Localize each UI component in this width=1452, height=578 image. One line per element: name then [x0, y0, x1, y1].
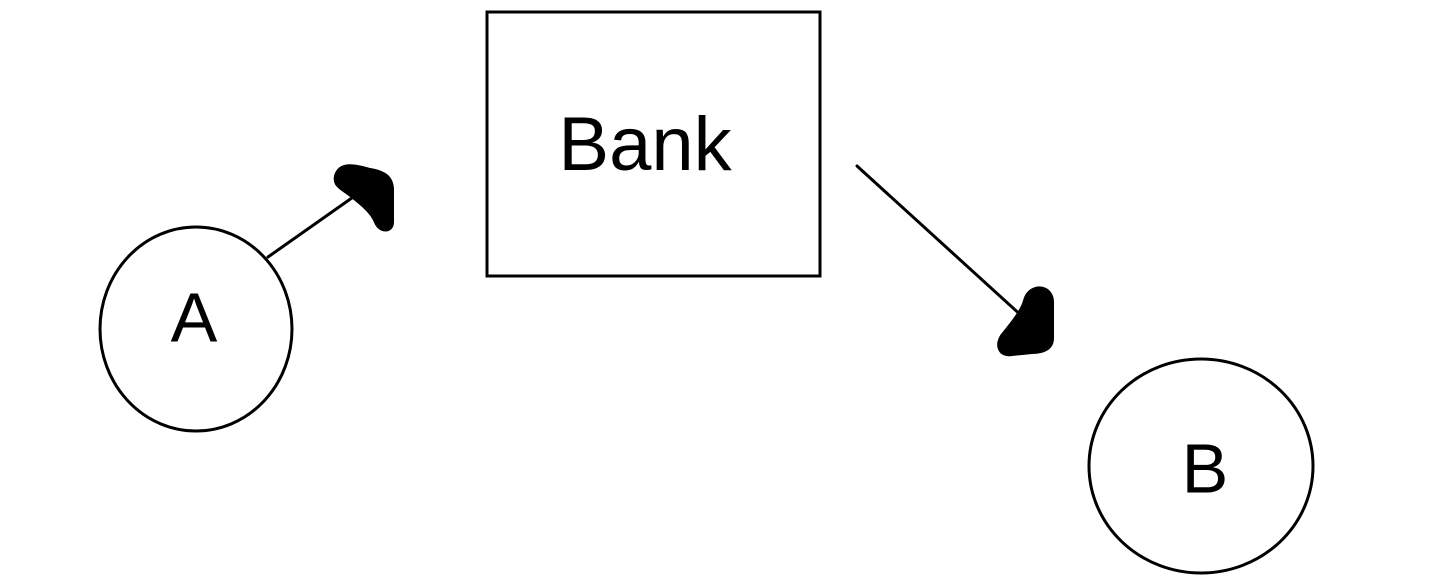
arrow-a-to-bank-shaft: [266, 186, 368, 259]
node-b-circle: [1087, 357, 1315, 575]
node-b-label: B: [1182, 429, 1229, 507]
node-a-label: A: [171, 278, 218, 356]
arrow-bank-to-b: [855, 164, 1054, 357]
bank-node-box: [485, 10, 822, 278]
arrow-bank-to-b-head: [997, 286, 1054, 357]
arrow-bank-to-b-shaft: [855, 164, 1026, 320]
node-a-circle: [98, 225, 294, 433]
arrow-a-to-bank-head: [333, 164, 394, 232]
arrow-a-to-bank: [266, 164, 394, 259]
bank-node-label: Bank: [558, 102, 732, 187]
